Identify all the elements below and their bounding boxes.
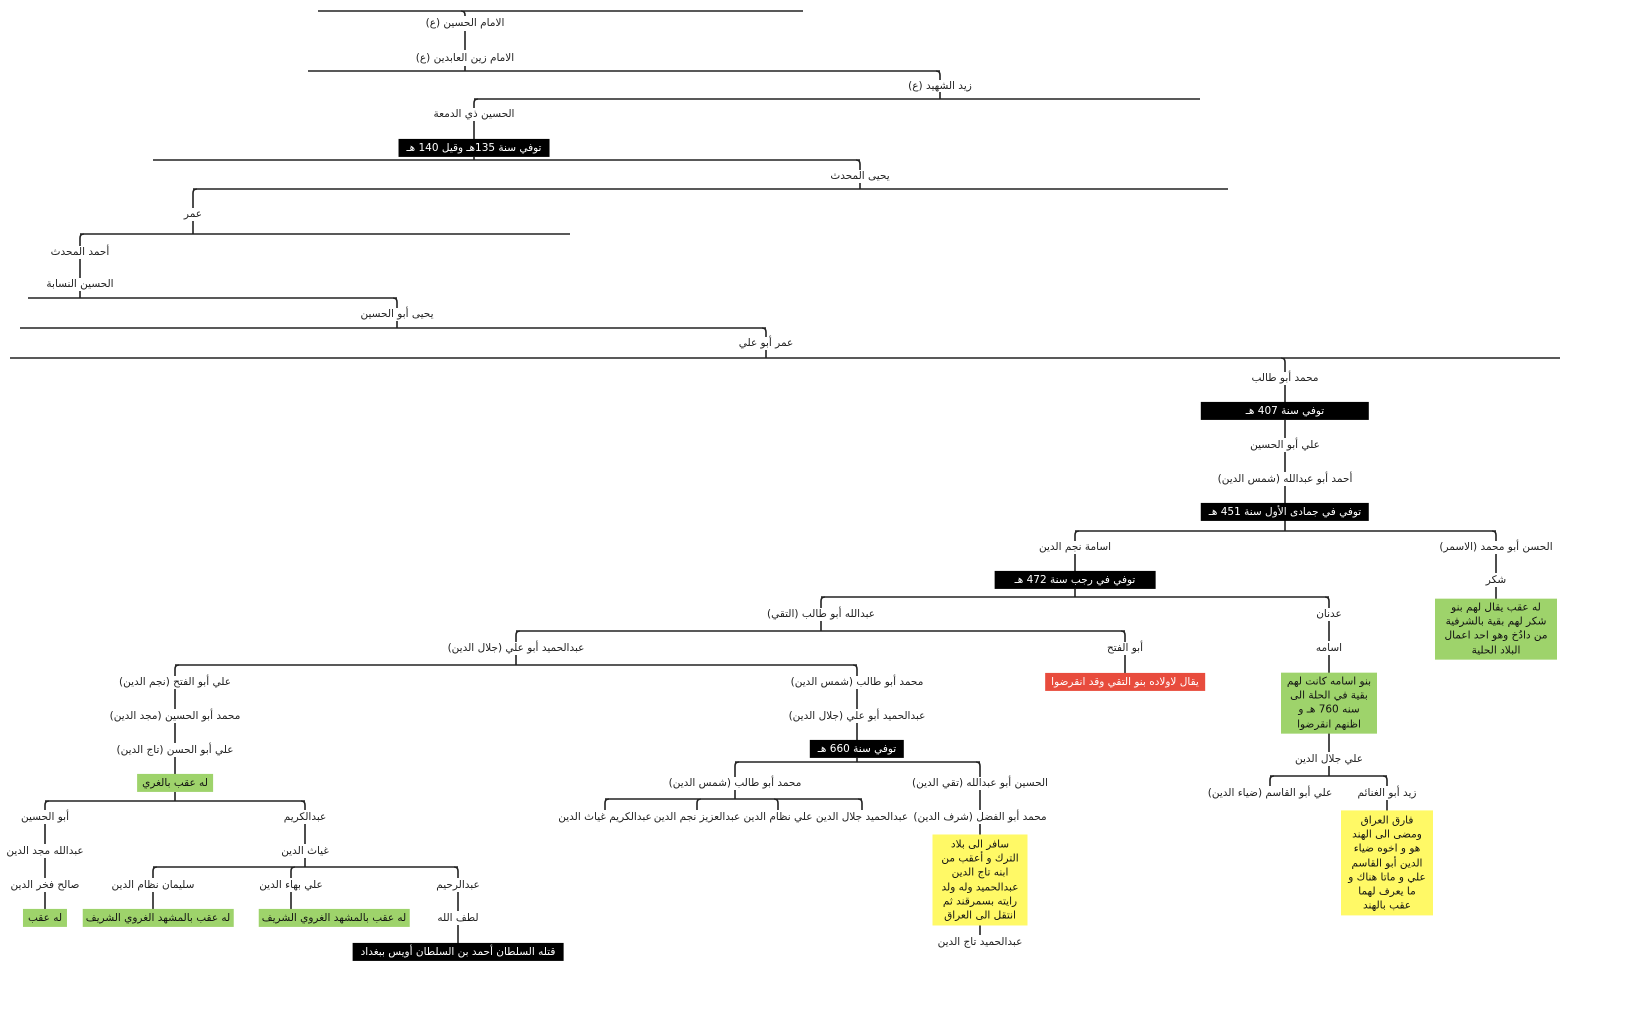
connector-line <box>473 98 479 108</box>
travel-note: سافر الى بلاد الترك و أعقب من ابنه تاج ا… <box>932 834 1028 926</box>
connector-line <box>975 761 981 777</box>
tree-node: الامام الحسين (ع) <box>425 16 505 29</box>
connector-line <box>852 664 858 676</box>
connector-line <box>453 866 459 878</box>
tree-node: يحيى أبو الحسين <box>360 307 434 320</box>
tree-node: علي أبو الفتح (نجم الدين) <box>119 675 231 688</box>
tree-node: أبو الفتح <box>1107 641 1143 654</box>
death-note: توفي سنة 135هـ وقيل 140 هـ <box>398 138 550 158</box>
tree-node: الحسين أبو عبدالله (تقي الدين) <box>912 776 1048 789</box>
connector-line <box>696 798 702 810</box>
connector-line <box>855 159 861 170</box>
tree-node: محمد أبو طالب (شمس الدين) <box>668 776 802 789</box>
tree-node: علي أبو الحسين <box>1250 438 1320 451</box>
tree-node: يحيى المحدث <box>830 169 890 182</box>
tree-node: عبدالحميد تاج الدين <box>937 935 1023 948</box>
tree-node: عبدالحميد جلال الدين <box>815 810 909 823</box>
connector-line <box>392 297 398 308</box>
descendants-note: له عقب بالمشهد الغروي الشريف <box>258 908 410 928</box>
connector-line <box>935 70 941 80</box>
descendants-note: بنو اسامه كانت لهم بقية في الحلة الى سنه… <box>1281 672 1377 734</box>
death-note: توفي في رجب سنة 472 هـ <box>994 570 1156 590</box>
tree-node: اسامه <box>1315 641 1343 654</box>
connector-line <box>44 800 50 810</box>
tree-node: سليمان نظام الدين <box>111 878 195 891</box>
connector-line <box>1382 775 1388 786</box>
descendants-note: له عقب <box>22 908 68 928</box>
connector-line <box>174 664 180 676</box>
tree-node: علي نظام الدين <box>743 810 813 823</box>
death-note: توفي سنة 407 هـ <box>1200 401 1370 421</box>
tree-node: علي جلال الدين <box>1294 752 1364 765</box>
death-note: توفي سنة 660 هـ <box>809 739 905 759</box>
tree-node: عبدالكريم غياث الدين <box>558 810 652 823</box>
tree-node: أحمد أبو عبدالله (شمس الدين) <box>1217 472 1353 485</box>
tree-node: أبو الحسين <box>20 810 70 823</box>
travel-note: فارق العراق ومضى الى الهند هو و اخوه ضيا… <box>1341 810 1433 916</box>
connector-line <box>1280 357 1286 372</box>
connector-line <box>604 798 610 810</box>
connector-line <box>857 798 863 810</box>
connector-line <box>1120 630 1126 642</box>
connector-line <box>152 866 158 878</box>
tree-node: عبدالحميد أبو علي (جلال الدين) <box>447 641 585 654</box>
tree-node: عبدالحميد أبو علي (جلال الدين) <box>788 709 926 722</box>
connector-line <box>1269 775 1275 786</box>
tree-node: غياث الدين <box>281 844 329 857</box>
tree-node: محمد أبو طالب <box>1251 371 1319 384</box>
connector-line <box>734 761 740 777</box>
descendants-note: له عقب بالمشهد الغروي الشريف <box>82 908 234 928</box>
extinct-note: يقال لاولاده بنو التقي وقد انقرضوا <box>1045 672 1205 692</box>
tree-node: محمد أبو الفضل (شرف الدين) <box>913 810 1047 823</box>
descendants-note: له عقب يقال لهم بنو شكر لهم بقية بالشرفي… <box>1435 598 1557 660</box>
connector-line <box>773 798 779 810</box>
death-note: توفي في جمادى الأول سنة 451 هـ <box>1200 502 1370 522</box>
connector-line <box>761 327 767 337</box>
connector-line <box>300 800 306 810</box>
tree-node: الحسين ذي الدمعة <box>433 107 515 120</box>
connector-line <box>290 866 296 878</box>
tree-node: عبدالكريم <box>283 810 327 823</box>
tree-node: عبدالله أبو طالب (التقي) <box>766 607 876 620</box>
descendants-note: له عقب بالغري <box>137 773 213 793</box>
connector-line <box>515 630 521 642</box>
tree-node: محمد أبو طالب (شمس الدين) <box>790 675 924 688</box>
connector-line <box>1324 596 1330 608</box>
connector-line <box>1491 530 1497 541</box>
tree-node: عبدالرحيم <box>436 878 480 891</box>
tree-node: عبدالعزيز نجم الدين <box>653 810 741 823</box>
tree-node: عمر أبو علي <box>738 336 794 349</box>
tree-node: علي أبو القاسم (ضياء الدين) <box>1207 786 1333 799</box>
tree-node: علي أبو الحسن (تاج الدين) <box>116 743 234 756</box>
tree-node: زيد الشهيد (ع) <box>908 79 972 92</box>
tree-node: شكر <box>1485 573 1507 586</box>
connector-line <box>460 10 466 16</box>
connector-line <box>1074 530 1080 541</box>
tree-node: عمر <box>183 207 203 220</box>
tree-node: عدنان <box>1316 607 1342 620</box>
tree-node: لطف الله <box>437 911 479 924</box>
tree-node: الامام زين العابدين (ع) <box>415 51 515 64</box>
tree-node: الحسين النسابة <box>46 277 114 290</box>
tree-node: محمد أبو الحسين (مجد الدين) <box>109 709 241 722</box>
tree-node: صالح فخر الدين <box>10 878 80 891</box>
tree-node: اسامة نجم الدين <box>1038 540 1112 553</box>
tree-node: الحسن أبو محمد (الاسمر) <box>1439 540 1553 553</box>
tree-node: زيد أبو الغنائم <box>1357 786 1417 799</box>
death-note: قتله السلطان أحمد بن السلطان أويس ببغداد <box>352 942 564 962</box>
tree-node: علي بهاء الدين <box>259 878 323 891</box>
connector-line <box>820 596 826 608</box>
connector-line <box>192 188 198 208</box>
tree-node: أحمد المحدث <box>50 245 110 258</box>
connector-line <box>79 233 85 246</box>
tree-node: عبدالله مجد الدين <box>6 844 84 857</box>
